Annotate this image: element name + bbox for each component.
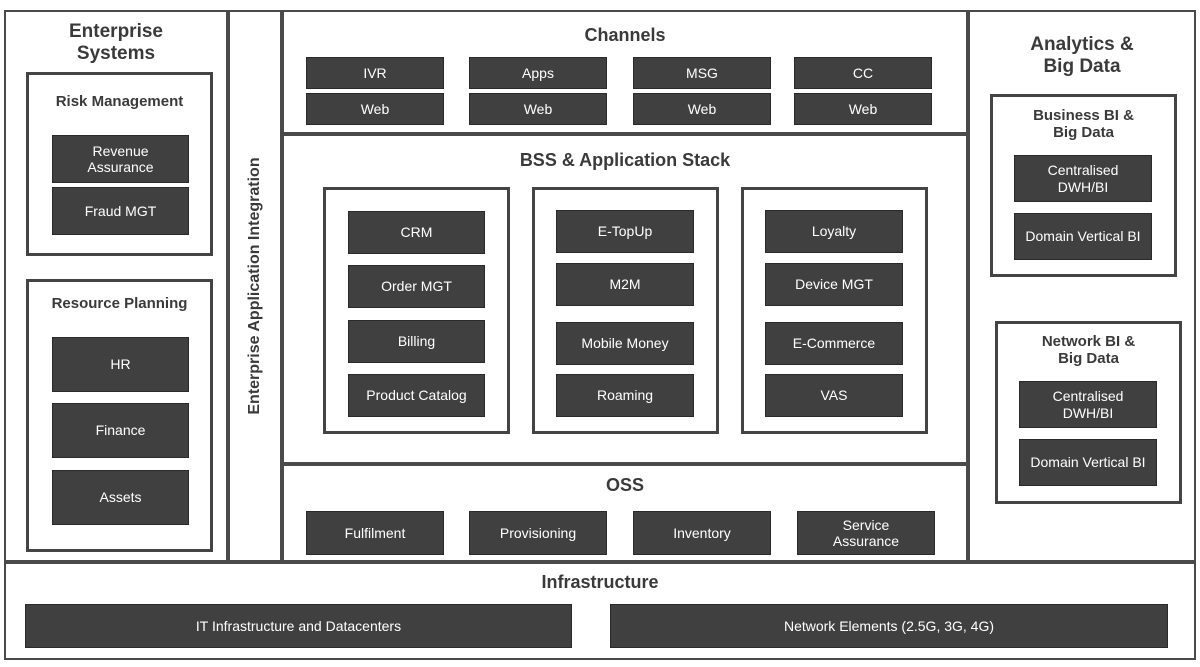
- network-bi-title: Network BI & Big Data: [1041, 333, 1136, 368]
- channel-cc-box[interactable]: CC: [794, 57, 932, 89]
- risk-management-title: Risk Management: [55, 93, 184, 110]
- bss-column-3: Loyalty Device MGT E-Commerce VAS: [741, 187, 928, 434]
- bss-panel: BSS & Application Stack CRM Order MGT Bi…: [282, 134, 968, 464]
- network-centralised-dwh-box[interactable]: Centralised DWH/BI: [1019, 381, 1157, 428]
- network-elements-box[interactable]: Network Elements (2.5G, 3G, 4G): [610, 604, 1168, 648]
- analytics-title: Analytics & Big Data: [1030, 34, 1134, 77]
- billing-box[interactable]: Billing: [348, 320, 485, 363]
- channel-web-box-4[interactable]: Web: [794, 93, 932, 125]
- roaming-box[interactable]: Roaming: [556, 374, 694, 417]
- resource-planning-group: Resource Planning HR Finance Assets: [26, 279, 213, 552]
- network-domain-vertical-bi-box[interactable]: Domain Vertical BI: [1019, 439, 1157, 486]
- service-assurance-box[interactable]: Service Assurance: [797, 511, 935, 555]
- network-bi-group: Network BI & Big Data Centralised DWH/BI…: [995, 321, 1182, 504]
- bss-title: BSS & Application Stack: [519, 150, 731, 170]
- inventory-box[interactable]: Inventory: [633, 511, 771, 555]
- mobile-money-box[interactable]: Mobile Money: [556, 322, 694, 365]
- vas-box[interactable]: VAS: [765, 374, 903, 417]
- channel-apps-box[interactable]: Apps: [469, 57, 607, 89]
- fulfilment-box[interactable]: Fulfilment: [306, 511, 444, 555]
- it-infrastructure-box[interactable]: IT Infrastructure and Datacenters: [25, 604, 572, 648]
- hr-box[interactable]: HR: [52, 337, 189, 392]
- assets-box[interactable]: Assets: [52, 470, 189, 525]
- e-commerce-box[interactable]: E-Commerce: [765, 322, 903, 365]
- product-catalog-box[interactable]: Product Catalog: [348, 374, 485, 417]
- channel-msg-box[interactable]: MSG: [633, 57, 771, 89]
- bss-column-2: E-TopUp M2M Mobile Money Roaming: [532, 187, 719, 434]
- channels-title: Channels: [584, 25, 666, 45]
- enterprise-systems-panel: Enterprise Systems Risk Management Reven…: [4, 10, 228, 562]
- risk-management-group: Risk Management Revenue Assurance Fraud …: [26, 72, 213, 256]
- business-centralised-dwh-box[interactable]: Centralised DWH/BI: [1014, 155, 1152, 202]
- infrastructure-panel: Infrastructure IT Infrastructure and Dat…: [4, 562, 1196, 660]
- infrastructure-title: Infrastructure: [541, 572, 659, 592]
- business-bi-title: Business BI & Big Data: [1033, 107, 1134, 142]
- channel-ivr-box[interactable]: IVR: [306, 57, 444, 89]
- bss-column-1: CRM Order MGT Billing Product Catalog: [323, 187, 510, 434]
- oss-title: OSS: [605, 475, 644, 495]
- finance-box[interactable]: Finance: [52, 403, 189, 458]
- business-bi-group: Business BI & Big Data Centralised DWH/B…: [990, 94, 1177, 277]
- channel-web-box-2[interactable]: Web: [469, 93, 607, 125]
- fraud-mgt-box[interactable]: Fraud MGT: [52, 187, 189, 235]
- business-domain-vertical-bi-box[interactable]: Domain Vertical BI: [1014, 213, 1152, 260]
- enterprise-application-integration-title: Enterprise Application Integration: [246, 157, 263, 415]
- device-mgt-box[interactable]: Device MGT: [765, 263, 903, 306]
- order-mgt-box[interactable]: Order MGT: [348, 265, 485, 308]
- m2m-box[interactable]: M2M: [556, 263, 694, 306]
- oss-panel: OSS Fulfilment Provisioning Inventory Se…: [282, 464, 968, 562]
- analytics-panel: Analytics & Big Data Business BI & Big D…: [968, 10, 1196, 562]
- channel-web-box-3[interactable]: Web: [633, 93, 771, 125]
- crm-box[interactable]: CRM: [348, 211, 485, 254]
- channel-web-box-1[interactable]: Web: [306, 93, 444, 125]
- provisioning-box[interactable]: Provisioning: [469, 511, 607, 555]
- enterprise-application-integration-panel: Enterprise Application Integration: [228, 10, 282, 562]
- loyalty-box[interactable]: Loyalty: [765, 210, 903, 253]
- channels-panel: Channels IVR Apps MSG CC Web Web Web Web: [282, 10, 968, 134]
- e-topup-box[interactable]: E-TopUp: [556, 210, 694, 253]
- resource-planning-title: Resource Planning: [51, 295, 188, 312]
- revenue-assurance-box[interactable]: Revenue Assurance: [52, 135, 189, 183]
- enterprise-systems-title: Enterprise Systems: [69, 21, 163, 64]
